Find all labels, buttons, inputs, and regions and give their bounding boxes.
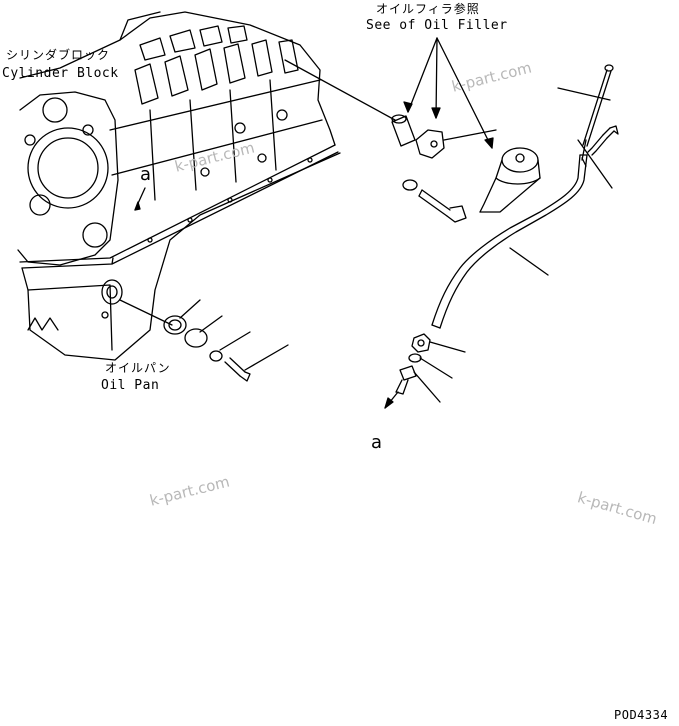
engine-cylinder-block: [17, 11, 339, 269]
bolt-reference-a: a: [371, 432, 383, 453]
cylinder-block-label-en: Cylinder Block: [2, 66, 119, 81]
block-ref-a-leader: [134, 187, 146, 211]
drawing-number: POD4334: [614, 708, 669, 722]
dipstick: [581, 64, 614, 161]
oil-filler-arrows: [403, 37, 494, 149]
dipstick-guide-tube: [431, 154, 588, 329]
oil-pan-drain-parts: [119, 299, 289, 382]
guide-sleeve: [391, 114, 416, 147]
cylinder-block-label-jp: シリンダブロック: [6, 48, 111, 62]
guide-bracket: [415, 129, 497, 159]
guide-bolt: [418, 189, 467, 223]
oil-pan-label-jp: オイルパン: [105, 361, 171, 375]
block-reference-a: a: [140, 164, 152, 185]
oil-pan-label-en: Oil Pan: [101, 378, 160, 393]
oil-filler-cap: [479, 147, 541, 213]
guide-washer: [402, 179, 418, 191]
tube-lower-fittings: [384, 333, 431, 409]
oil-filler-label-en: See of Oil Filler: [366, 18, 508, 33]
engine-oil-pan: [21, 152, 341, 361]
guide-projection-line: [284, 59, 396, 121]
part-leader-lines: [413, 87, 613, 403]
dipstick-clamp-bolt: [587, 125, 619, 156]
oil-filler-label-jp: オイルフィラ参照: [376, 2, 480, 16]
